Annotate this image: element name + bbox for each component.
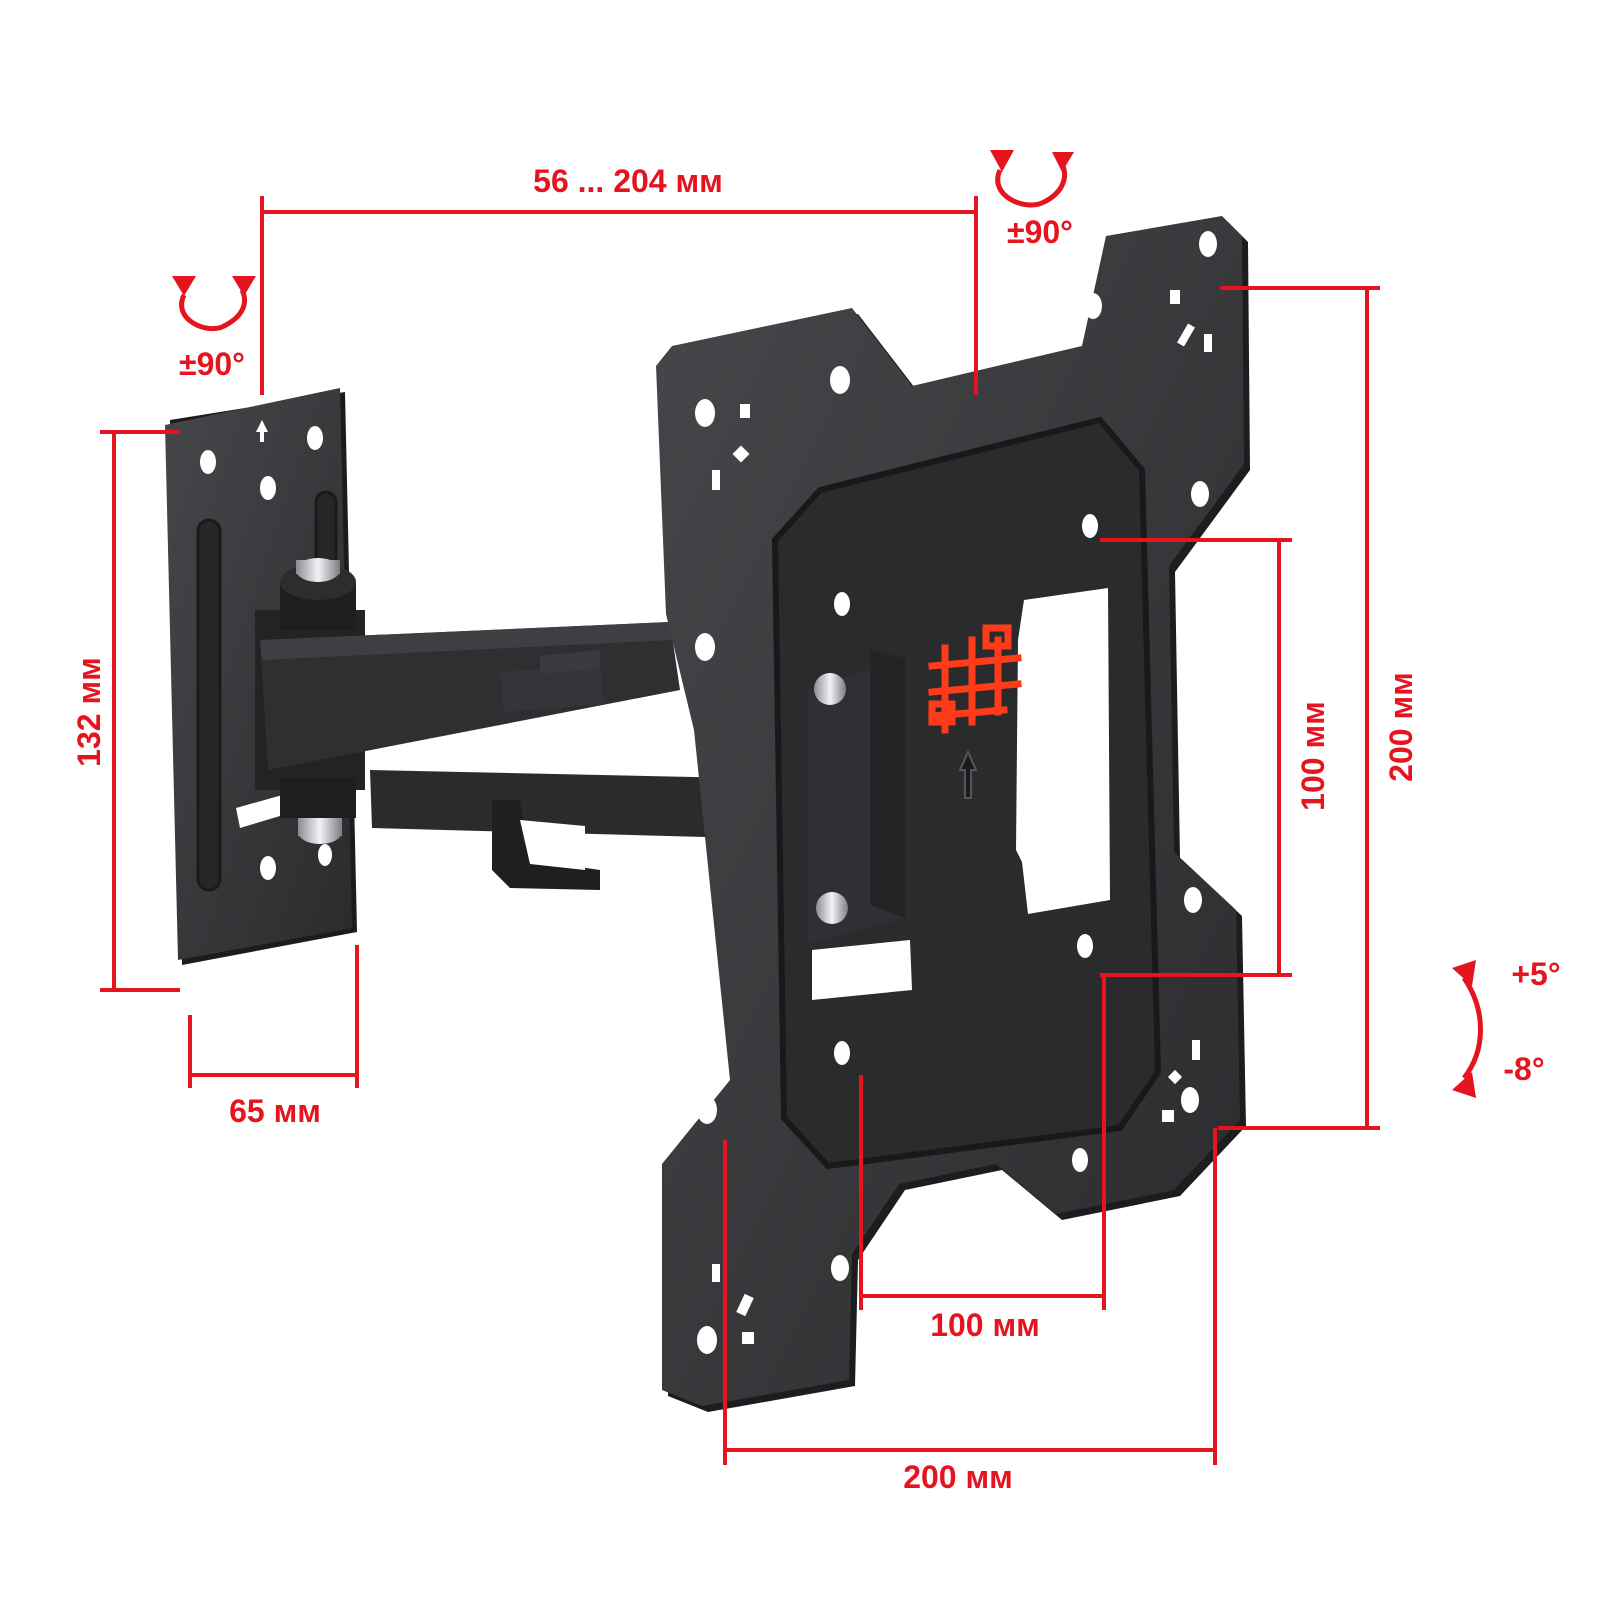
tv-bracket-bolt-bottom <box>816 892 848 924</box>
vesa-hole <box>834 592 850 616</box>
vesa-slot <box>712 1264 720 1282</box>
vesa-hole <box>1184 887 1202 913</box>
vesa-slot <box>1204 334 1212 352</box>
wall-plate-hole <box>260 476 276 500</box>
vesa-small-horizontal-label: 100 мм <box>930 1307 1040 1343</box>
vesa-hole <box>1084 293 1102 319</box>
tv-plate-window-lower <box>812 940 912 1000</box>
vesa-large-vertical-label: 200 мм <box>1383 672 1419 782</box>
arm-sleeve <box>500 664 604 712</box>
rotate-arrows-icon <box>990 150 1074 208</box>
vesa-hole <box>697 1326 717 1354</box>
vesa-slot <box>742 1332 754 1344</box>
rotate-arrows-icon <box>172 276 256 332</box>
vesa-hole <box>1191 481 1209 507</box>
extension-arm <box>260 622 742 890</box>
vesa-hole <box>1181 1087 1199 1113</box>
vesa-hole <box>830 366 850 394</box>
dimension-lines <box>100 196 1380 1465</box>
wall-plate-width-label: 65 мм <box>229 1093 321 1129</box>
tilt-arc-icon <box>1452 960 1483 1098</box>
vesa-hole <box>1199 231 1217 257</box>
vesa-hole <box>831 1255 849 1281</box>
wall-plate-hole <box>200 450 216 474</box>
wall-swivel-label: ±90° <box>179 346 245 382</box>
vesa-hole <box>1082 514 1098 538</box>
vesa-slot <box>736 1293 754 1317</box>
vesa-hole <box>695 633 715 661</box>
vesa-slot <box>740 404 750 418</box>
tilt-up-label: +5° <box>1511 956 1560 992</box>
hash-lattice-logo <box>928 624 1022 734</box>
tv-plate-window-large <box>1016 588 1110 914</box>
vesa-hole <box>834 1041 850 1065</box>
wall-plate-hole <box>260 856 276 880</box>
tv-bracket-bolt-top <box>814 673 846 705</box>
vesa-hole <box>695 399 715 427</box>
vesa-large-horizontal-label: 200 мм <box>903 1459 1013 1495</box>
tv-mount-plate <box>656 216 1250 1412</box>
vesa-hole <box>1077 934 1093 958</box>
wall-plate-arrow-mark <box>256 420 268 442</box>
arm-extension-label: 56 ... 204 мм <box>533 163 723 199</box>
wall-plate-height-label: 132 мм <box>71 657 107 767</box>
vesa-hole <box>1072 1148 1088 1172</box>
vesa-slot <box>1170 290 1180 304</box>
vesa-hole <box>697 1096 717 1124</box>
wall-plate-hole <box>318 844 332 866</box>
plate-swivel-label: ±90° <box>1007 214 1073 250</box>
vesa-slot <box>1177 323 1195 347</box>
vesa-slot <box>1167 1069 1183 1085</box>
tv-plate-arrow-mark <box>958 749 978 799</box>
vesa-slot <box>732 445 750 463</box>
vesa-slot <box>1192 1040 1200 1060</box>
vesa-slot <box>712 470 720 490</box>
tilt-down-label: -8° <box>1503 1051 1544 1087</box>
vesa-slot <box>1162 1110 1174 1122</box>
vesa-small-vertical-label: 100 мм <box>1295 701 1331 811</box>
wall-plate-hole <box>307 426 323 450</box>
wall-plate-rib-left <box>196 518 222 892</box>
arm-lower-segment <box>370 770 742 838</box>
